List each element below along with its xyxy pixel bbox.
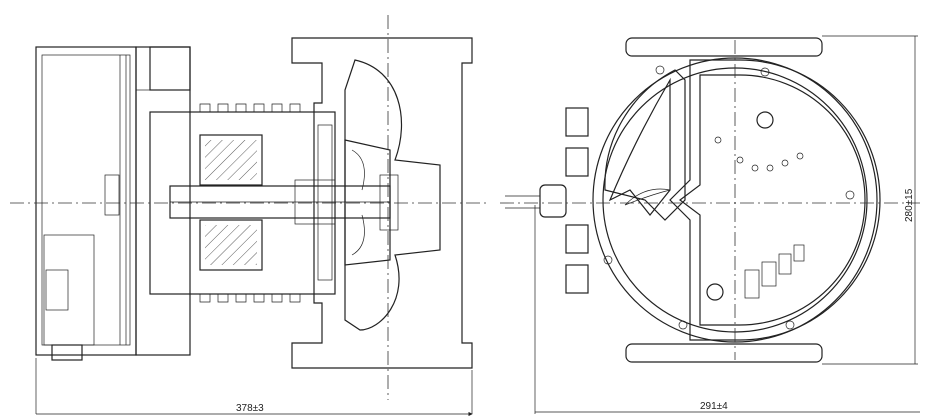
- pump-housing: [291, 37, 473, 369]
- width-dimension: 291±4: [534, 205, 920, 414]
- cable-gland: [505, 184, 567, 218]
- width-dimension-label: 291±4: [700, 401, 728, 412]
- side-section-view: 378±3: [10, 15, 490, 417]
- cover-screws: [603, 65, 855, 330]
- control-box: [35, 46, 191, 361]
- end-view: 291±4 280±15: [500, 35, 920, 414]
- top-flange: [625, 37, 823, 57]
- length-dimension: 378±3: [35, 358, 473, 417]
- length-dimension-label: 378±3: [236, 403, 264, 414]
- control-buttons: [744, 244, 805, 299]
- indicator-light: [756, 111, 774, 129]
- bottom-flange: [625, 343, 823, 363]
- height-dimension-label: 280±15: [904, 188, 915, 222]
- motor: [149, 103, 391, 303]
- side-fins: [565, 107, 589, 294]
- status-leds: [714, 136, 804, 172]
- height-dimension: 280±15: [822, 35, 918, 365]
